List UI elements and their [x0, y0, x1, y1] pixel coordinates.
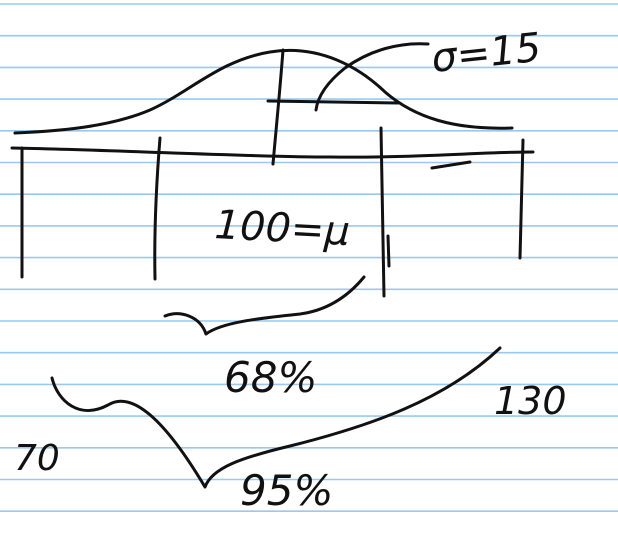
tick-line-right-extra [386, 234, 391, 268]
label-70: 70 [14, 438, 60, 479]
ruled-lines [0, 3, 618, 513]
label-95-percent: 95% [240, 466, 333, 515]
tick-line-right [379, 126, 386, 298]
label-68-percent: 68% [224, 353, 317, 402]
sigma-label: σ=15 [429, 25, 543, 82]
label-130: 130 [494, 379, 567, 423]
sigma-pointer [314, 42, 430, 112]
sigma-bar [266, 99, 400, 105]
handwritten-diagram: σ=15 100=μ 68% 95% 70 130 [10, 25, 567, 515]
tick-line-left [153, 136, 162, 281]
bell-curve [13, 49, 514, 135]
mean-line [271, 48, 285, 166]
brace-68 [163, 275, 366, 336]
axis-dash [430, 160, 472, 170]
brace-95 [50, 346, 502, 489]
tick-line-far-right [518, 138, 525, 260]
axis-line [10, 146, 535, 159]
mean-label: 100=μ [213, 202, 351, 255]
